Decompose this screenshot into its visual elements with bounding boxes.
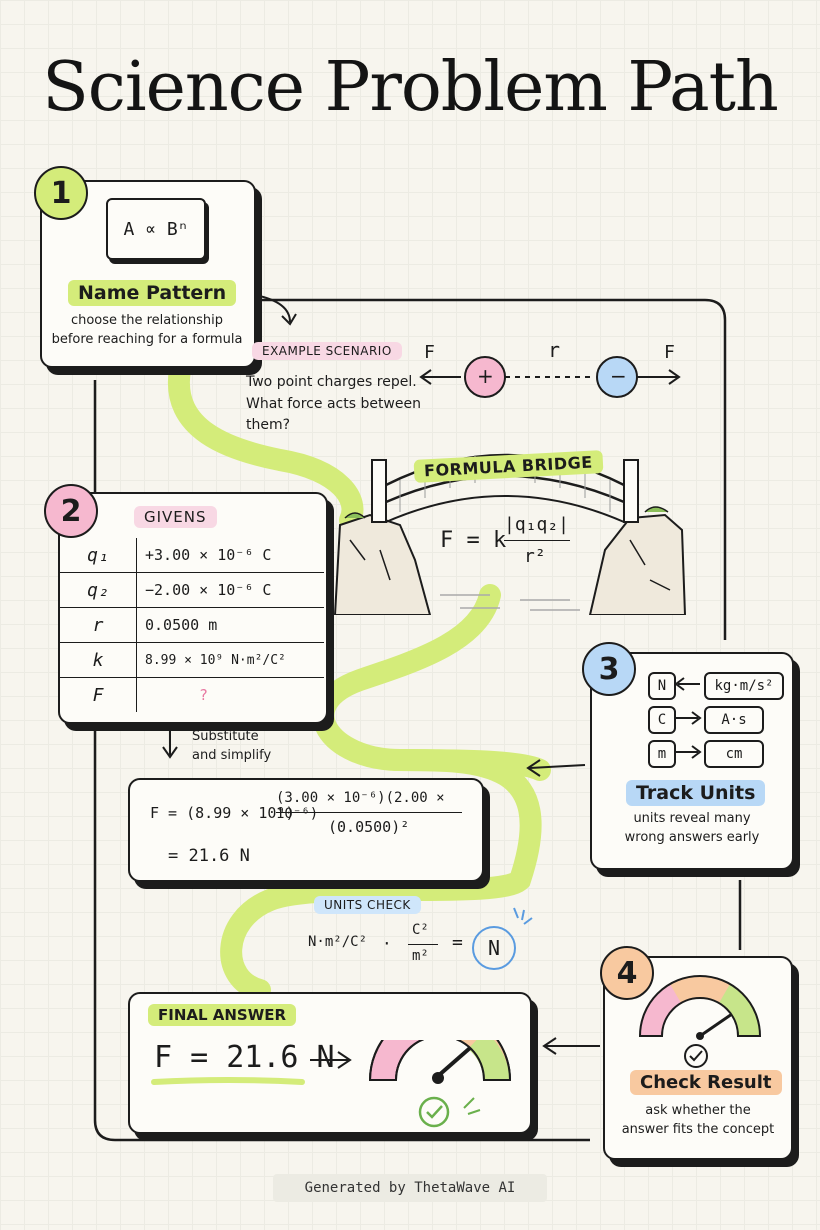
unit-arrows	[674, 677, 702, 759]
force-left-label: F	[424, 342, 435, 363]
arrow-icon	[674, 677, 700, 691]
work-card	[128, 778, 484, 882]
step4-heading: Check Result	[630, 1070, 782, 1095]
arrow-icon	[676, 745, 702, 759]
bridge-formula: F = k |q₁q₂| r²	[440, 514, 570, 567]
sparkle-icon	[513, 907, 533, 925]
final-answer-graphics	[151, 1040, 512, 1128]
step4-badge: 4	[600, 946, 654, 1000]
page-title: Science Problem Path	[42, 48, 779, 127]
check-icon	[684, 1044, 708, 1068]
final-answer-label: FINAL ANSWER	[148, 1004, 297, 1026]
arrow-icon	[526, 759, 541, 777]
units-result-circle: N	[472, 926, 516, 970]
gauge-icon	[638, 975, 762, 1068]
units-check-label: UNITS CHECK	[314, 896, 421, 914]
unit-box: A·s	[704, 706, 764, 734]
force-right-label: F	[664, 342, 675, 363]
table-row: q₁+3.00 × 10⁻⁶ C	[60, 538, 324, 573]
arrow-icon	[676, 711, 702, 725]
step1-note: choose the relationship before reaching …	[51, 313, 243, 347]
table-row: F?	[60, 677, 324, 712]
arrow-icon	[542, 1037, 557, 1055]
step3-note: units reveal many wrong answers early	[624, 811, 760, 845]
unit-box: kg·m/s²	[704, 672, 784, 700]
table-row: q₂−2.00 × 10⁻⁶ C	[60, 572, 324, 608]
substitute-note: Substitute and simplify	[192, 729, 272, 763]
distance-label: r	[548, 338, 561, 362]
unit-box: C	[648, 706, 676, 734]
gauge-icon	[368, 1040, 512, 1084]
scenario-text: Two point charges repel. What force acts…	[246, 374, 421, 434]
arrow-icon	[310, 1051, 352, 1069]
charge-diagram	[419, 356, 681, 398]
negative-charge-sign: −	[610, 364, 627, 388]
step1-heading: Name Pattern	[68, 280, 237, 306]
givens-heading: GIVENS	[134, 506, 217, 528]
units-check-expression: N·m²/C² · C² m² =	[308, 922, 463, 964]
final-answer-value: F = 21.6 N	[154, 1040, 335, 1075]
check-icon	[418, 1096, 450, 1128]
step2-badge: 2	[44, 484, 98, 538]
step3-badge: 3	[582, 642, 636, 696]
step4-note: ask whether the answer fits the concept	[621, 1103, 775, 1137]
formula-card-icon: A ∝ Bⁿ	[106, 198, 206, 260]
green-path-2	[220, 584, 542, 1001]
unit-box: cm	[704, 740, 764, 768]
work-equation: F = (8.99 × 10⁹) (3.00 × 10⁻⁶)(2.00 × 10…	[150, 788, 480, 878]
scenario-label: EXAMPLE SCENARIO	[252, 342, 402, 360]
charge-icon	[464, 356, 506, 398]
footer-credit: Generated by ThetaWave AI	[273, 1174, 547, 1202]
unit-box: N	[648, 672, 676, 700]
unit-box: m	[648, 740, 676, 768]
charge-icon	[596, 356, 638, 398]
arrow-icon	[162, 746, 178, 759]
step1-badge: 1	[34, 166, 88, 220]
step3-heading: Track Units	[626, 780, 766, 806]
green-path-1	[167, 359, 364, 531]
arrow-icon	[281, 313, 297, 326]
positive-charge-sign: +	[477, 364, 494, 388]
